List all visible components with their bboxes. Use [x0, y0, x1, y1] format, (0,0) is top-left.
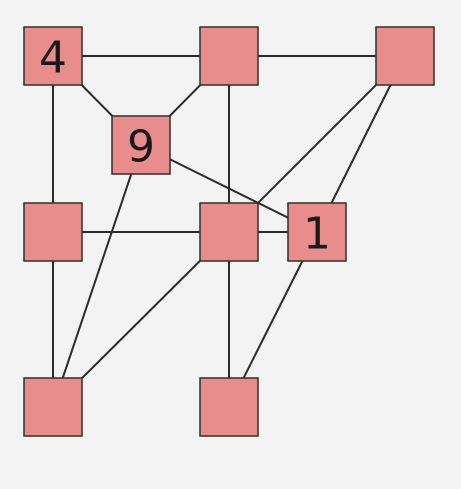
node-r0c2[interactable]	[375, 26, 435, 86]
node-square[interactable]	[199, 202, 259, 262]
node-r0c0[interactable]: 4	[23, 26, 83, 86]
node-r2c2[interactable]: 1	[287, 202, 347, 262]
node-number: 9	[127, 122, 155, 173]
node-number: 1	[303, 209, 331, 260]
node-r2c0[interactable]	[23, 202, 83, 262]
node-square[interactable]	[23, 377, 83, 437]
node-r3c0[interactable]	[23, 377, 83, 437]
node-square[interactable]	[23, 26, 83, 86]
node-square[interactable]	[199, 26, 259, 86]
node-square[interactable]	[287, 202, 347, 262]
node-layer: 4 9 1	[23, 26, 435, 437]
node-r2c1[interactable]	[199, 202, 259, 262]
node-square[interactable]	[375, 26, 435, 86]
node-r3c1[interactable]	[199, 377, 259, 437]
node-r1m[interactable]: 9	[111, 115, 171, 175]
node-square[interactable]	[111, 115, 171, 175]
node-r0c1[interactable]	[199, 26, 259, 86]
node-number: 4	[39, 33, 67, 84]
edge-r1m-r3c0	[52, 144, 142, 408]
node-square[interactable]	[23, 202, 83, 262]
node-square[interactable]	[199, 377, 259, 437]
